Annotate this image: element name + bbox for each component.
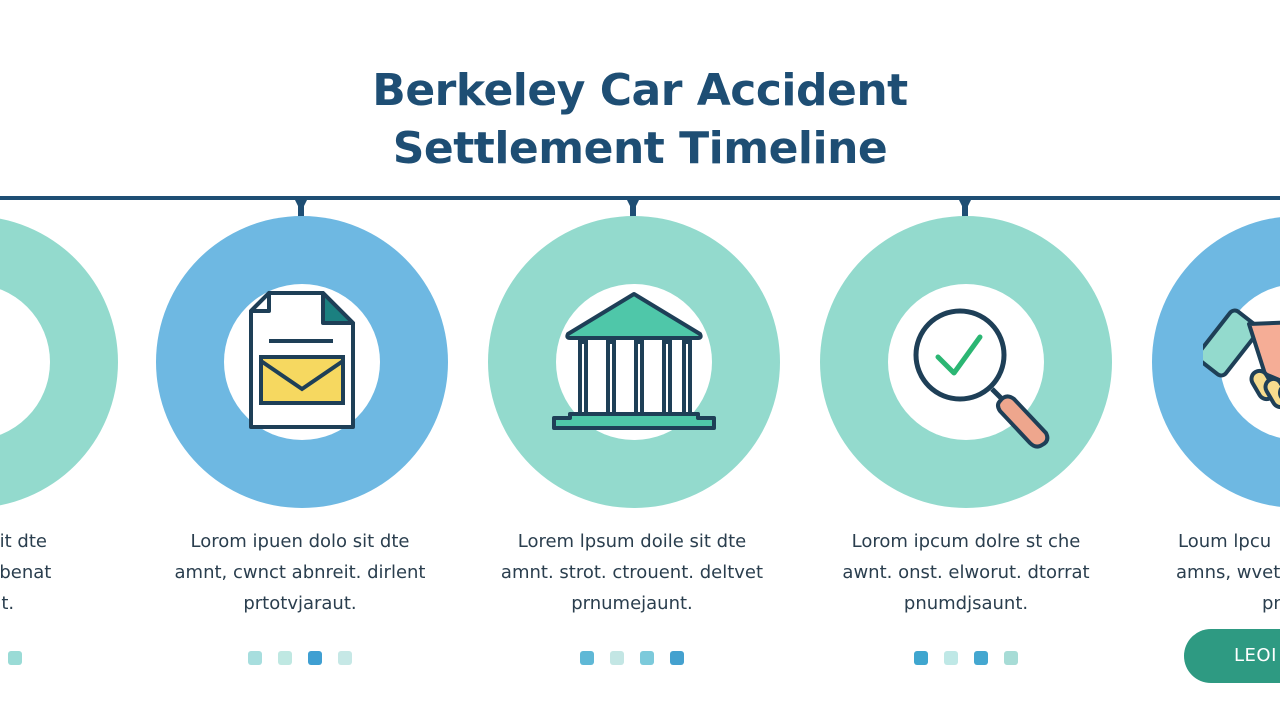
progress-dot [610,651,624,665]
progress-dot [640,651,654,665]
step-1-description: lne sit dte rst. dbenat nt. [0,531,52,614]
step-2-dots [248,651,352,665]
step-4-description: Lorom ipcum dolre st che awnt. onst. elw… [842,531,1090,614]
timeline-connector [958,198,972,232]
handshake-icon [1195,294,1280,418]
learn-more-button[interactable]: LEOI [1184,629,1280,683]
timeline-connector [626,198,640,232]
progress-dot [944,651,958,665]
step-1-ring [0,216,118,508]
progress-dot-active [670,651,684,665]
progress-dot-active [308,651,322,665]
timeline-connector [294,198,308,232]
step-3-ring [488,216,780,508]
page-title: Berkeley Car Accident Settlement Timelin… [0,62,1280,178]
step-2-ring [156,216,448,508]
step-2-description: Lorom ipuen dolo sit dte amnt, cwnct abn… [174,531,426,614]
step-1-dots [8,651,22,665]
step-4-dots [914,651,1018,665]
step-4-ring [820,216,1112,508]
progress-dot [248,651,262,665]
progress-dot [580,651,594,665]
step-3-dots [580,651,684,665]
magnifier-check-icon [910,305,1054,459]
step-5-ring [1152,216,1280,508]
timeline-line [0,196,1280,200]
step-3-description: Lorem lpsum doile sit dte amnt. strot. c… [500,531,764,614]
progress-dot [338,651,352,665]
title-line-2: Settlement Timeline [392,123,888,174]
document-envelope-icon [247,289,357,435]
progress-dot-active [914,651,928,665]
courthouse-icon [550,290,718,434]
progress-dot [1004,651,1018,665]
progress-dot [974,651,988,665]
ring-inner [0,284,50,440]
progress-dot [278,651,292,665]
progress-dot [8,651,22,665]
title-line-1: Berkeley Car Accident [372,65,908,116]
step-5-description: Loum lpcu amns, wvet pnu [1176,531,1280,614]
